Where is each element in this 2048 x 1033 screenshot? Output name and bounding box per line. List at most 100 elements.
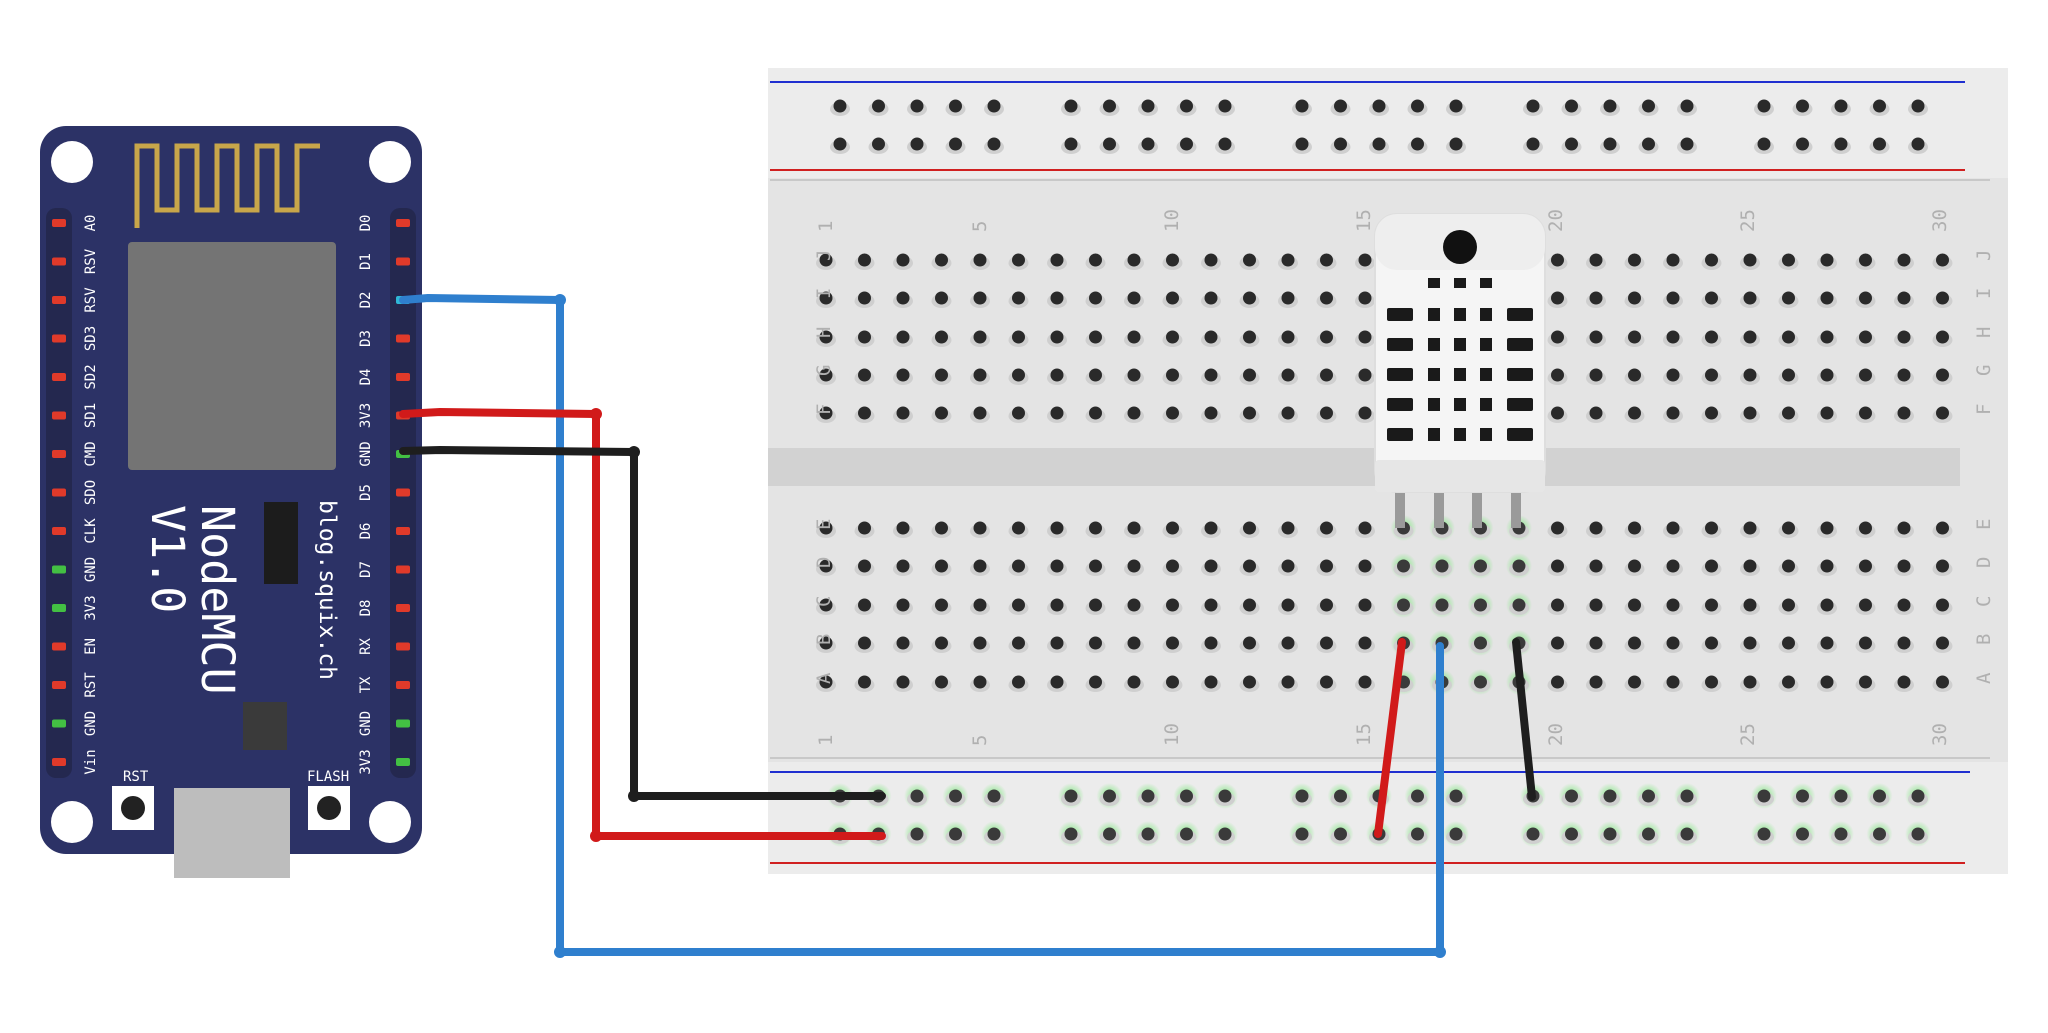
breadboard-hole[interactable] <box>1050 598 1064 612</box>
breadboard-hole[interactable] <box>949 99 962 113</box>
breadboard-hole[interactable] <box>1127 636 1141 650</box>
breadboard-hole[interactable] <box>1666 406 1680 420</box>
breadboard-hole[interactable] <box>1820 368 1834 382</box>
breadboard-hole[interactable] <box>1064 789 1078 803</box>
breadboard-hole[interactable] <box>872 99 885 113</box>
board-pin[interactable] <box>52 758 66 766</box>
breadboard-hole[interactable] <box>1204 636 1218 650</box>
breadboard-hole[interactable] <box>1512 559 1526 573</box>
breadboard-hole[interactable] <box>1936 598 1949 612</box>
breadboard-hole[interactable] <box>858 406 871 420</box>
board-pin[interactable] <box>52 411 66 420</box>
breadboard-hole[interactable] <box>1666 521 1680 535</box>
breadboard-hole[interactable] <box>910 99 924 113</box>
breadboard-hole[interactable] <box>1743 636 1757 650</box>
breadboard-hole[interactable] <box>1705 598 1718 612</box>
breadboard-hole[interactable] <box>858 521 871 535</box>
breadboard-hole[interactable] <box>1064 99 1078 113</box>
breadboard-hole[interactable] <box>1834 827 1848 841</box>
breadboard-hole[interactable] <box>1589 559 1603 573</box>
board-pin[interactable] <box>396 681 410 689</box>
breadboard-hole[interactable] <box>1589 406 1603 420</box>
breadboard-hole[interactable] <box>1281 636 1295 650</box>
breadboard-hole[interactable] <box>1782 368 1795 382</box>
breadboard-hole[interactable] <box>1666 559 1680 573</box>
breadboard-hole[interactable] <box>1243 559 1256 573</box>
breadboard-hole[interactable] <box>935 330 948 344</box>
breadboard-hole[interactable] <box>1180 789 1193 803</box>
breadboard-hole[interactable] <box>1936 521 1949 535</box>
board-pin[interactable] <box>396 219 410 227</box>
breadboard-hole[interactable] <box>1281 330 1295 344</box>
breadboard-hole[interactable] <box>1334 99 1347 113</box>
breadboard-hole[interactable] <box>973 291 987 305</box>
breadboard-hole[interactable] <box>935 559 948 573</box>
breadboard-hole[interactable] <box>1358 636 1372 650</box>
breadboard-hole[interactable] <box>1897 291 1911 305</box>
breadboard-hole[interactable] <box>1320 598 1333 612</box>
breadboard-hole[interactable] <box>935 521 948 535</box>
breadboard-hole[interactable] <box>896 291 910 305</box>
breadboard-hole[interactable] <box>1743 406 1757 420</box>
breadboard-hole[interactable] <box>872 137 885 151</box>
breadboard-hole[interactable] <box>1897 559 1911 573</box>
breadboard-hole[interactable] <box>1936 291 1949 305</box>
board-pin[interactable] <box>396 758 410 766</box>
breadboard-hole[interactable] <box>1873 137 1886 151</box>
breadboard-hole[interactable] <box>1565 827 1578 841</box>
breadboard-hole[interactable] <box>1820 406 1834 420</box>
breadboard-hole[interactable] <box>1358 521 1372 535</box>
breadboard-hole[interactable] <box>973 636 987 650</box>
breadboard-hole[interactable] <box>858 636 871 650</box>
breadboard-hole[interactable] <box>819 406 833 420</box>
breadboard-hole[interactable] <box>1859 598 1872 612</box>
breadboard-hole[interactable] <box>1897 598 1911 612</box>
breadboard-hole[interactable] <box>1474 675 1487 689</box>
breadboard-hole[interactable] <box>1358 559 1372 573</box>
breadboard-hole[interactable] <box>973 559 987 573</box>
breadboard-hole[interactable] <box>1782 253 1795 267</box>
breadboard-hole[interactable] <box>1166 675 1179 689</box>
breadboard-hole[interactable] <box>1526 137 1540 151</box>
breadboard-hole[interactable] <box>1012 406 1025 420</box>
breadboard-hole[interactable] <box>1873 789 1886 803</box>
breadboard-hole[interactable] <box>1243 406 1256 420</box>
breadboard-hole[interactable] <box>1141 789 1155 803</box>
breadboard-hole[interactable] <box>987 827 1001 841</box>
breadboard-hole[interactable] <box>1743 559 1757 573</box>
breadboard-hole[interactable] <box>1103 789 1116 803</box>
breadboard-hole[interactable] <box>1281 368 1295 382</box>
breadboard-hole[interactable] <box>1628 406 1641 420</box>
breadboard-hole[interactable] <box>1820 253 1834 267</box>
breadboard-hole[interactable] <box>1589 253 1603 267</box>
breadboard-hole[interactable] <box>910 789 924 803</box>
breadboard-hole[interactable] <box>1449 827 1463 841</box>
breadboard-hole[interactable] <box>1551 559 1564 573</box>
breadboard-hole[interactable] <box>1782 330 1795 344</box>
breadboard-hole[interactable] <box>1820 598 1834 612</box>
breadboard-hole[interactable] <box>1166 406 1179 420</box>
breadboard-hole[interactable] <box>1705 330 1718 344</box>
breadboard-hole[interactable] <box>1474 598 1487 612</box>
breadboard-hole[interactable] <box>1820 559 1834 573</box>
board-pin[interactable] <box>396 334 410 343</box>
breadboard-hole[interactable] <box>1012 253 1025 267</box>
breadboard-hole[interactable] <box>1859 330 1872 344</box>
breadboard-hole[interactable] <box>896 406 910 420</box>
breadboard-hole[interactable] <box>1089 406 1102 420</box>
breadboard-hole[interactable] <box>949 827 962 841</box>
breadboard-hole[interactable] <box>1295 789 1309 803</box>
breadboard-hole[interactable] <box>1295 99 1309 113</box>
breadboard-hole[interactable] <box>1218 789 1232 803</box>
breadboard-hole[interactable] <box>1565 99 1578 113</box>
breadboard-hole[interactable] <box>1089 291 1102 305</box>
breadboard-hole[interactable] <box>1012 559 1025 573</box>
breadboard-hole[interactable] <box>1796 789 1809 803</box>
breadboard-hole[interactable] <box>1320 675 1333 689</box>
breadboard-hole[interactable] <box>910 137 924 151</box>
breadboard-hole[interactable] <box>1089 521 1102 535</box>
breadboard-hole[interactable] <box>1859 406 1872 420</box>
breadboard-hole[interactable] <box>1218 99 1232 113</box>
breadboard-hole[interactable] <box>987 789 1001 803</box>
breadboard-hole[interactable] <box>1180 99 1193 113</box>
